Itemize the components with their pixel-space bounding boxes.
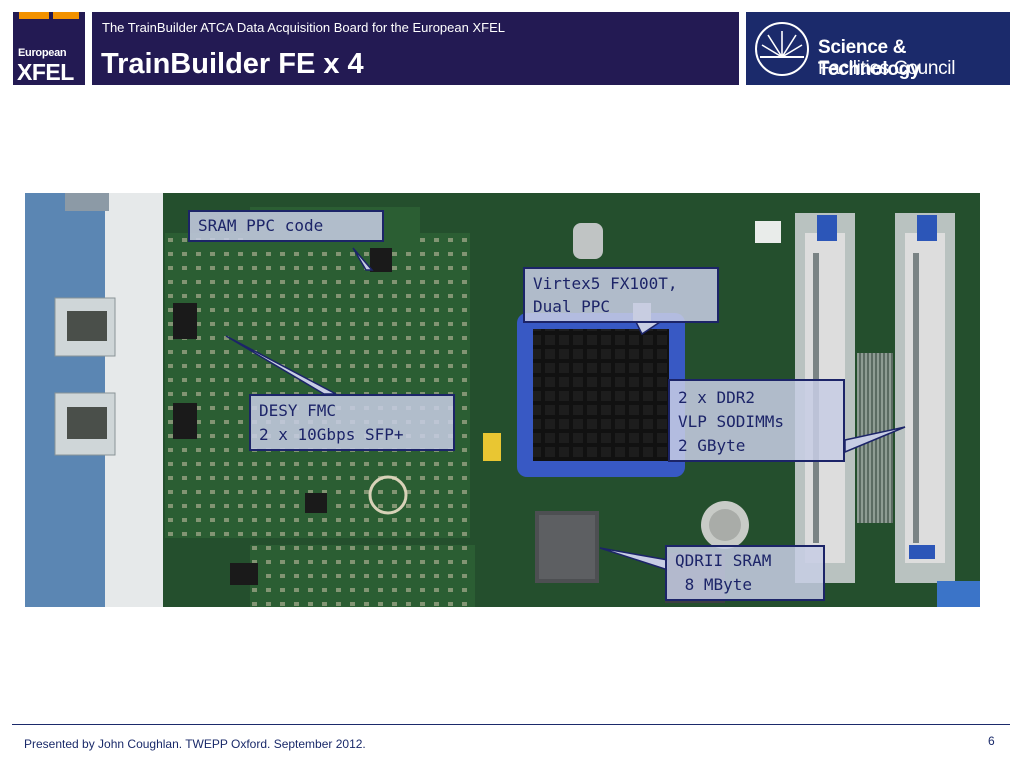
- stfc-logo-line2: Facilities Council: [818, 58, 956, 79]
- logo-text-european: European: [18, 47, 67, 59]
- callout-qdrii-sram: QDRII SRAM 8 MByte: [665, 545, 825, 601]
- slide-title: TrainBuilder FE x 4: [101, 48, 364, 80]
- stfc-logo: Science & Technology Facilities Council: [746, 12, 1010, 85]
- logo-orange-bar: [19, 12, 49, 19]
- slide-subtitle: The TrainBuilder ATCA Data Acquisition B…: [102, 20, 505, 35]
- logo-text-xfel: XFEL: [17, 59, 74, 85]
- callout-desy-fmc: DESY FMC 2 x 10Gbps SFP+: [249, 394, 455, 451]
- european-xfel-logo: European XFEL: [13, 12, 85, 85]
- callout-virtex5-fpga: Virtex5 FX100T, Dual PPC: [523, 267, 719, 323]
- callout-ddr2-sodimms: 2 x DDR2 VLP SODIMMs 2 GByte: [668, 379, 845, 462]
- stfc-logo-line1: Science & Technology: [818, 37, 921, 80]
- logo-orange-bar: [53, 12, 79, 19]
- footer-divider: [12, 724, 1010, 725]
- page-number: 6: [988, 734, 995, 748]
- stfc-emblem-icon: [755, 22, 809, 76]
- slide-title-banner: The TrainBuilder ATCA Data Acquisition B…: [92, 12, 739, 85]
- callout-sram-ppc-code: SRAM PPC code: [188, 210, 384, 242]
- footer-presenter: Presented by John Coughlan. TWEPP Oxford…: [24, 737, 366, 751]
